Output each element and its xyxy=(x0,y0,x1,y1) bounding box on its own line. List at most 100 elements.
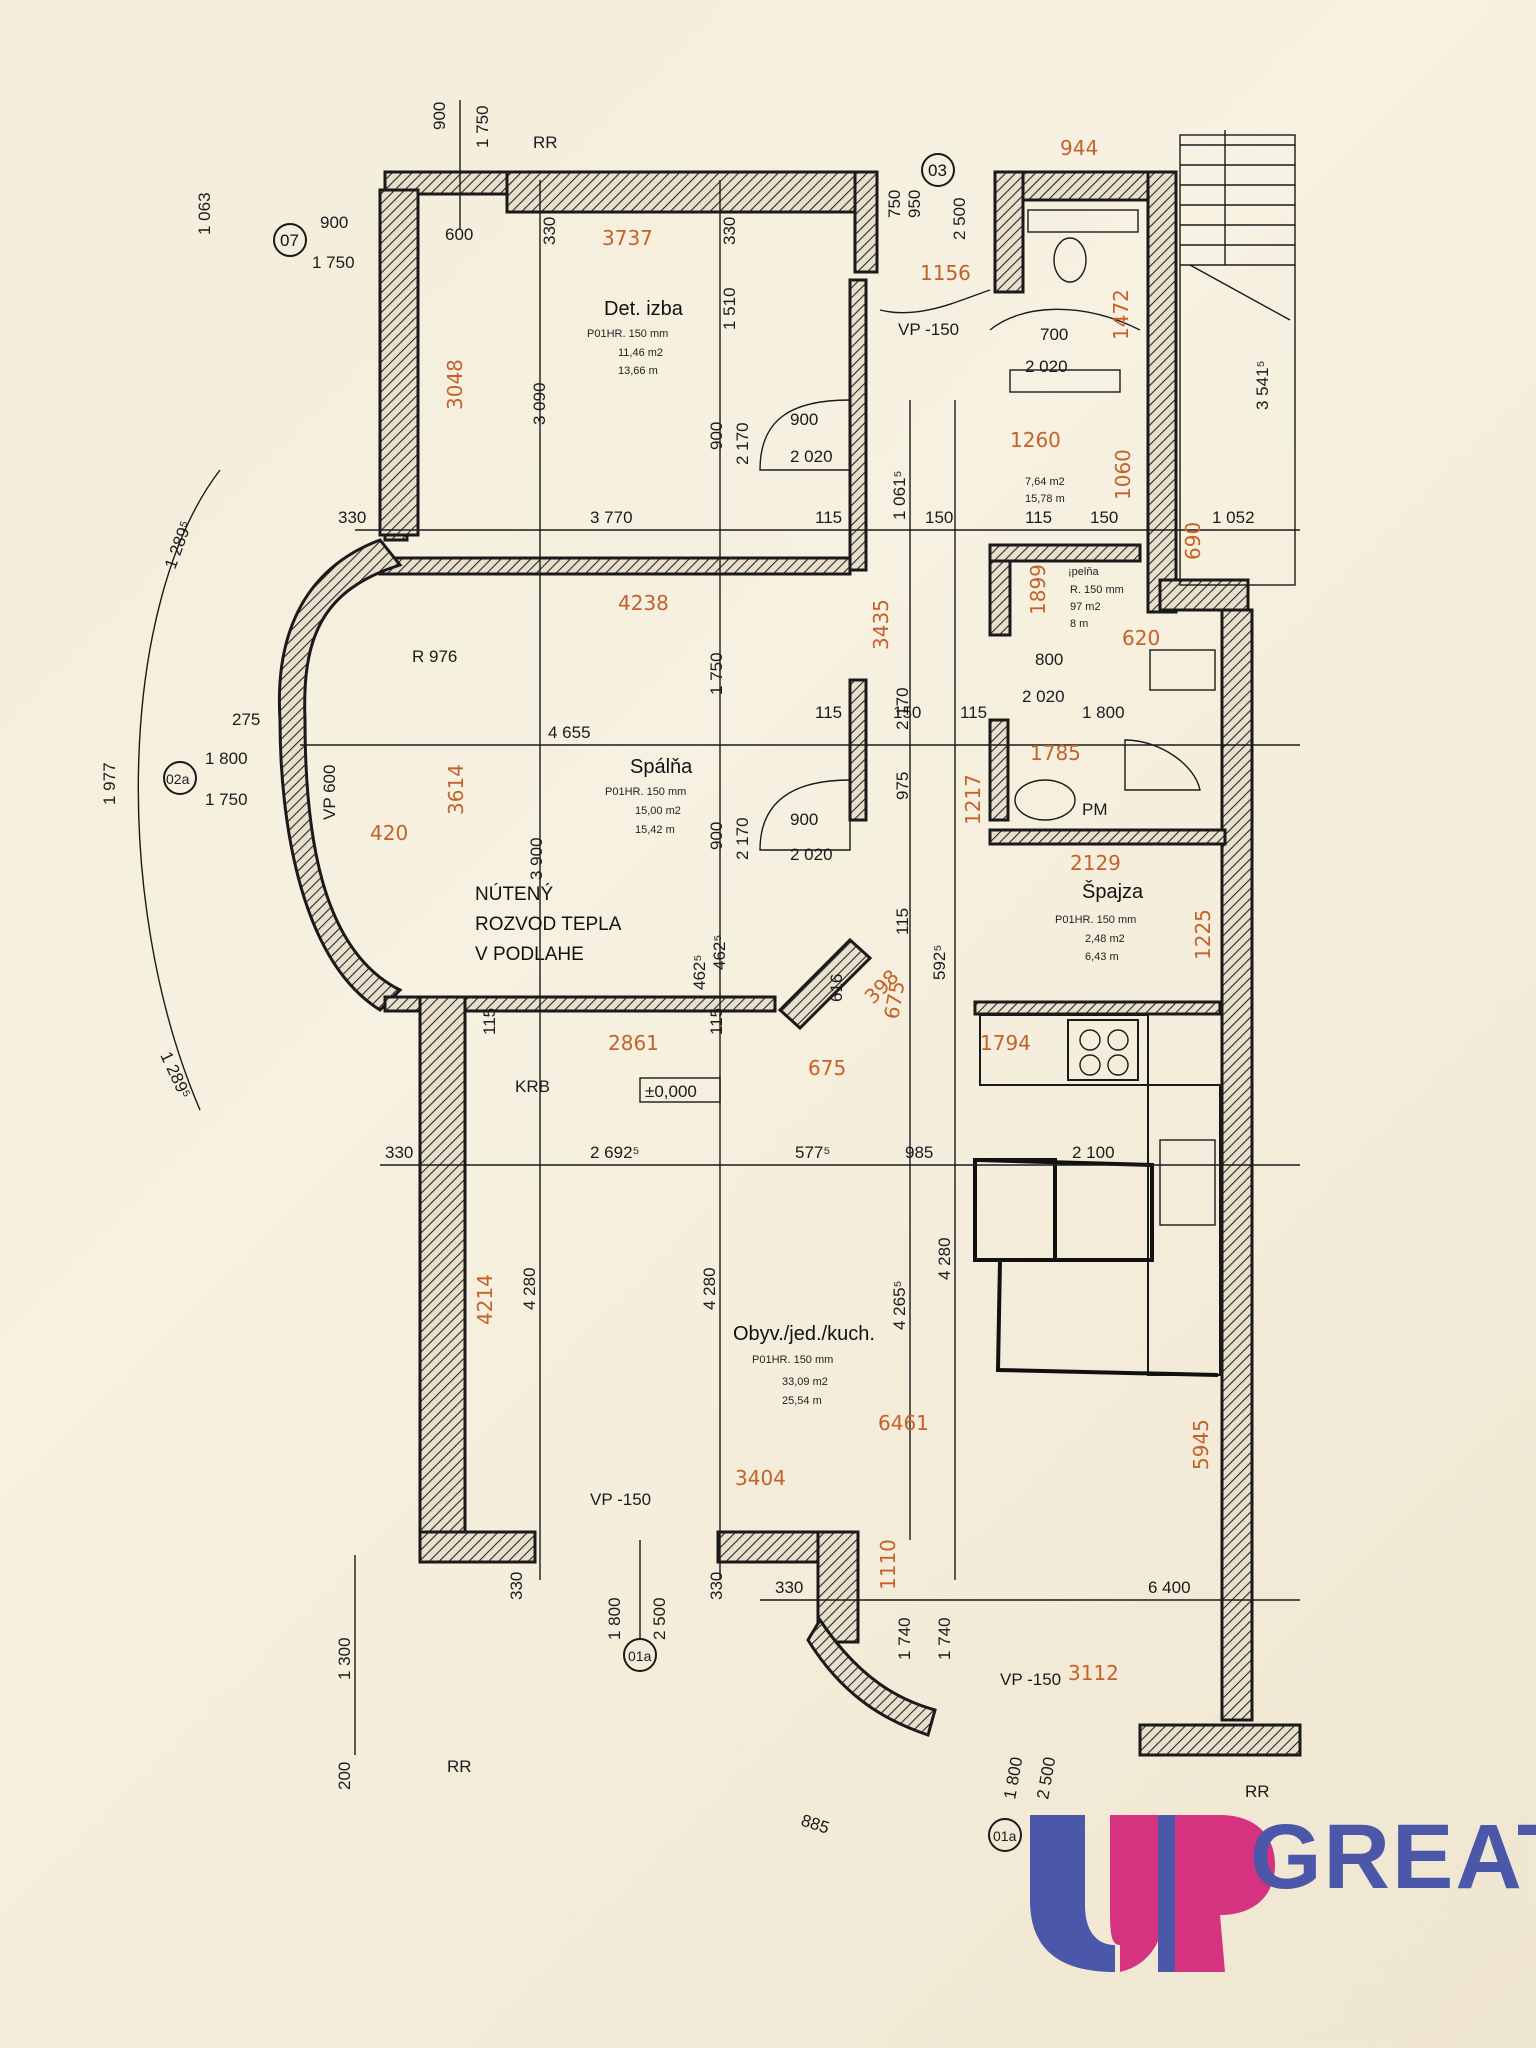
dim-950: 950 xyxy=(905,190,924,218)
logo-wordmark: GREAT xyxy=(1250,1806,1536,1908)
dim-4655: 4 655 xyxy=(548,723,591,742)
rr-label-bottom: RR xyxy=(447,1757,472,1776)
dim-330-a: 330 xyxy=(338,508,366,527)
vp-label-right: VP -150 xyxy=(1000,1670,1061,1689)
section-tag-07-label: 07 xyxy=(280,231,299,250)
room-pelna: ¡pelňa R. 150 mm 97 m2 8 m xyxy=(1068,566,1124,630)
hand-1217: 1217 xyxy=(961,774,985,825)
dim-616: 616 xyxy=(827,974,846,1002)
dim-4280-c: 4 280 xyxy=(935,1237,954,1280)
room-area: 11,46 m2 xyxy=(618,347,663,359)
room-area: 33,09 m2 xyxy=(782,1376,828,1388)
dim-2170-b: 2 170 xyxy=(733,817,752,860)
level-marker: ±0,000 xyxy=(645,1082,697,1101)
vp-label-door: VP -150 xyxy=(898,320,959,339)
room-floor: P01HR. 150 mm xyxy=(1055,914,1136,926)
section-tag-01a-2-label: 01a xyxy=(993,1828,1017,1844)
rr-label-right: RR xyxy=(1245,1782,1270,1801)
dim-115-c: 115 xyxy=(815,703,842,722)
dim-3900: 3 900 xyxy=(527,837,546,880)
heating-note-line-3: V PODLAHE xyxy=(475,944,584,965)
heating-note-line-2: ROZVOD TEPLA xyxy=(475,914,622,935)
section-tag-07 xyxy=(273,223,307,257)
dim-975: 975 xyxy=(893,772,912,800)
vp600-label: VP 600 xyxy=(320,765,339,820)
hand-1110: 1110 xyxy=(876,1539,900,1590)
dim-577: 577⁵ xyxy=(795,1143,830,1162)
handwritten-annotations: 3737 3048 4238 3614 420 944 1156 1472 12… xyxy=(370,136,1215,1685)
dim-330-e: 330 xyxy=(775,1578,803,1597)
hand-3112: 3112 xyxy=(1068,1661,1119,1685)
dim-6400: 6 400 xyxy=(1148,1578,1191,1597)
dim-885: 885 xyxy=(799,1811,832,1838)
dim-1-50: 150 xyxy=(893,703,921,722)
vp-label-bottom: VP -150 xyxy=(590,1490,651,1509)
exterior-walls xyxy=(277,170,1302,1757)
dim-1800-b: 1 800 xyxy=(605,1597,624,1640)
dim-1750-left: 1 750 xyxy=(205,790,248,809)
dim-115-b: 115 xyxy=(1025,508,1052,527)
hand-1472: 1472 xyxy=(1109,289,1133,340)
room-floor: P01HR. 150 mm xyxy=(587,328,668,340)
section-tag-01a-2 xyxy=(988,1818,1022,1852)
dim-330-d: 330 xyxy=(385,1143,413,1162)
dim-1750: 1 750 xyxy=(312,253,355,272)
dim-1510: 1 510 xyxy=(720,287,739,330)
room-area: 7,64 m2 xyxy=(1025,476,1065,488)
dim-150-a: 150 xyxy=(925,508,953,527)
dim-4280-a: 4 280 xyxy=(520,1267,539,1310)
dim-1750-top: 1 750 xyxy=(473,105,492,148)
dim-800: 800 xyxy=(1035,650,1063,669)
section-tag-03 xyxy=(921,153,955,187)
dimension-lines xyxy=(137,100,1300,1755)
dim-330-b: 330 xyxy=(540,217,559,245)
dim-1300: 1 300 xyxy=(335,1637,354,1680)
hand-3048: 3048 xyxy=(443,359,467,410)
kitchen-unit xyxy=(973,1014,1221,1377)
hand-1260: 1260 xyxy=(1010,428,1061,452)
dim-1740-b: 1 740 xyxy=(935,1617,954,1660)
hand-3737: 3737 xyxy=(602,226,653,250)
hand-420: 420 xyxy=(370,821,408,845)
heating-note-line-1: NÚTENÝ xyxy=(475,883,553,905)
company-logo xyxy=(1030,1815,1275,1972)
hand-5945: 5945 xyxy=(1189,1419,1213,1470)
dim-2020-c: 2 020 xyxy=(1022,687,1065,706)
hand-4214: 4214 xyxy=(473,1274,497,1325)
rr-label-top: RR xyxy=(533,133,558,152)
dim-600: 600 xyxy=(445,225,473,244)
room-perimeter: 25,54 m xyxy=(782,1395,822,1407)
dim-1052: 1 052 xyxy=(1212,508,1255,527)
hand-675b: 675 xyxy=(808,1056,846,1080)
staircase xyxy=(1179,130,1296,586)
dim-2170-a: 2 170 xyxy=(733,422,752,465)
room-spajza: Špajza P01HR. 150 mm 2,48 m2 6,43 m xyxy=(1055,880,1144,963)
room-det-izba: Det. izba P01HR. 150 mm 11,46 m2 13,66 m xyxy=(587,298,684,377)
section-tags: 07 03 02a 01a 01a xyxy=(163,153,1022,1852)
room-obyv: Obyv./jed./kuch. P01HR. 150 mm 33,09 m2 … xyxy=(733,1323,875,1407)
dim-900-top: 900 xyxy=(430,102,449,130)
dim-900-v: 900 xyxy=(707,422,726,450)
dim-2692: 2 692⁵ xyxy=(590,1143,640,1162)
dim-4280-b: 4 280 xyxy=(700,1267,719,1310)
dim-2500: 2 500 xyxy=(950,197,969,240)
hand-3614: 3614 xyxy=(444,764,468,815)
dim-2020-a: 2 020 xyxy=(1025,357,1068,376)
hand-3404: 3404 xyxy=(735,1466,786,1490)
section-tag-01a-label: 01a xyxy=(628,1648,652,1664)
dim-700: 700 xyxy=(1040,325,1068,344)
dim-1740-a: 1 740 xyxy=(895,1617,914,1660)
dim-330-g: 330 xyxy=(707,1572,726,1600)
dim-115-g: 115 xyxy=(893,908,912,935)
dim-1977: 1 977 xyxy=(100,762,119,805)
pm-label: PM xyxy=(1082,800,1108,819)
room-name: Špajza xyxy=(1082,880,1144,903)
room-perimeter: 15,42 m xyxy=(635,824,675,836)
hand-4238: 4238 xyxy=(618,591,669,615)
dim-3770: 3 770 xyxy=(590,508,633,527)
dim-115-d: 115 xyxy=(960,703,987,722)
hand-944: 944 xyxy=(1060,136,1098,160)
bathroom-fixtures xyxy=(1009,209,1216,821)
dim-900: 900 xyxy=(320,213,348,232)
